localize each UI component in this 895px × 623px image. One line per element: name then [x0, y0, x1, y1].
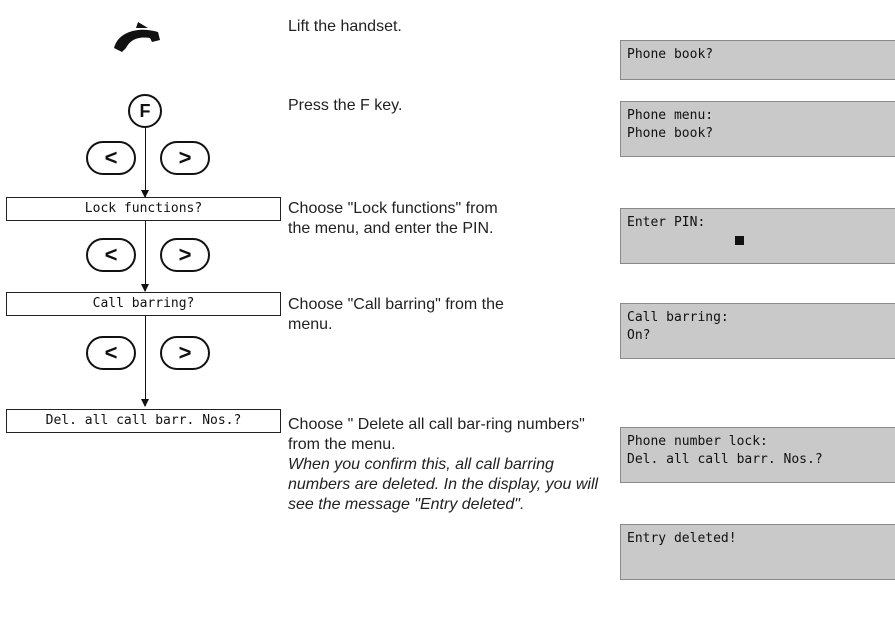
display-line-2: On? [627, 328, 651, 343]
display-line-1: Call barring: [627, 310, 729, 325]
step-press-f: Press the F key. [288, 96, 618, 116]
display-line-1: Enter PIN: [627, 215, 706, 230]
arrow-icon [141, 399, 149, 407]
arrow-icon [141, 190, 149, 198]
right-arrow-key[interactable]: > [160, 238, 210, 272]
right-arrow-key[interactable]: > [160, 141, 210, 175]
cursor-block-icon [735, 236, 744, 245]
right-key-label: > [178, 242, 192, 267]
left-arrow-key[interactable]: < [86, 141, 136, 175]
display-screen: Phone number lock: Del. all call barr. No… [620, 427, 895, 483]
left-key-label: < [104, 242, 118, 267]
display-screen: Call barring: On? [620, 303, 895, 359]
left-arrow-key[interactable]: < [86, 238, 136, 272]
left-arrow-key[interactable]: < [86, 336, 136, 370]
right-arrow-key[interactable]: > [160, 336, 210, 370]
menu-delete-all-label: Del. all call barr. Nos.? [45, 413, 242, 428]
display-screen: Phone menu: Phone book? [620, 101, 895, 157]
flow-line [145, 221, 146, 291]
display-line-2: Phone book? [627, 126, 714, 141]
left-key-label: < [104, 340, 118, 365]
display-line-2 [627, 232, 895, 250]
step-text: Choose "Lock functions" from the menu, a… [288, 200, 498, 237]
display-screen: Phone book? [620, 40, 895, 80]
flow-line [145, 316, 146, 406]
display-line-1: Phone number lock: [627, 434, 768, 449]
right-key-label: > [178, 340, 192, 365]
step-text: Choose " Delete all call bar-ring number… [288, 416, 585, 453]
step-lift-handset: Lift the handset. [288, 17, 618, 37]
step-text: Choose "Call barring" from the menu. [288, 296, 504, 333]
display-line-1: Phone menu: [627, 108, 714, 123]
step-lock-functions: Choose "Lock functions" from the menu, a… [288, 199, 518, 239]
handset-icon [114, 22, 160, 52]
menu-call-barring-label: Call barring? [92, 296, 195, 311]
arrow-icon [141, 284, 149, 292]
f-key[interactable]: F [128, 94, 162, 128]
flow-line [145, 128, 146, 198]
step-delete-all: Choose " Delete all call bar-ring number… [288, 415, 613, 515]
display-line-2: Phone book? [627, 47, 714, 62]
f-key-label: F [139, 100, 151, 121]
menu-delete-all-barring[interactable]: Del. all call barr. Nos.? [6, 409, 281, 433]
right-key-label: > [178, 145, 192, 170]
display-line-2: Del. all call barr. Nos.? [627, 452, 823, 467]
left-key-label: < [104, 145, 118, 170]
step-text: Press the F key. [288, 97, 403, 114]
display-line-1: Entry deleted! [627, 531, 737, 546]
step-call-barring: Choose "Call barring" from the menu. [288, 295, 518, 335]
display-screen: Enter PIN: [620, 208, 895, 264]
menu-call-barring[interactable]: Call barring? [6, 292, 281, 316]
step-text: Lift the handset. [288, 18, 402, 35]
display-screen: Entry deleted! [620, 524, 895, 580]
menu-lock-functions-label: Lock functions? [84, 201, 203, 216]
step-note: When you confirm this, all call barring … [288, 456, 599, 513]
menu-lock-functions[interactable]: Lock functions? [6, 197, 281, 221]
